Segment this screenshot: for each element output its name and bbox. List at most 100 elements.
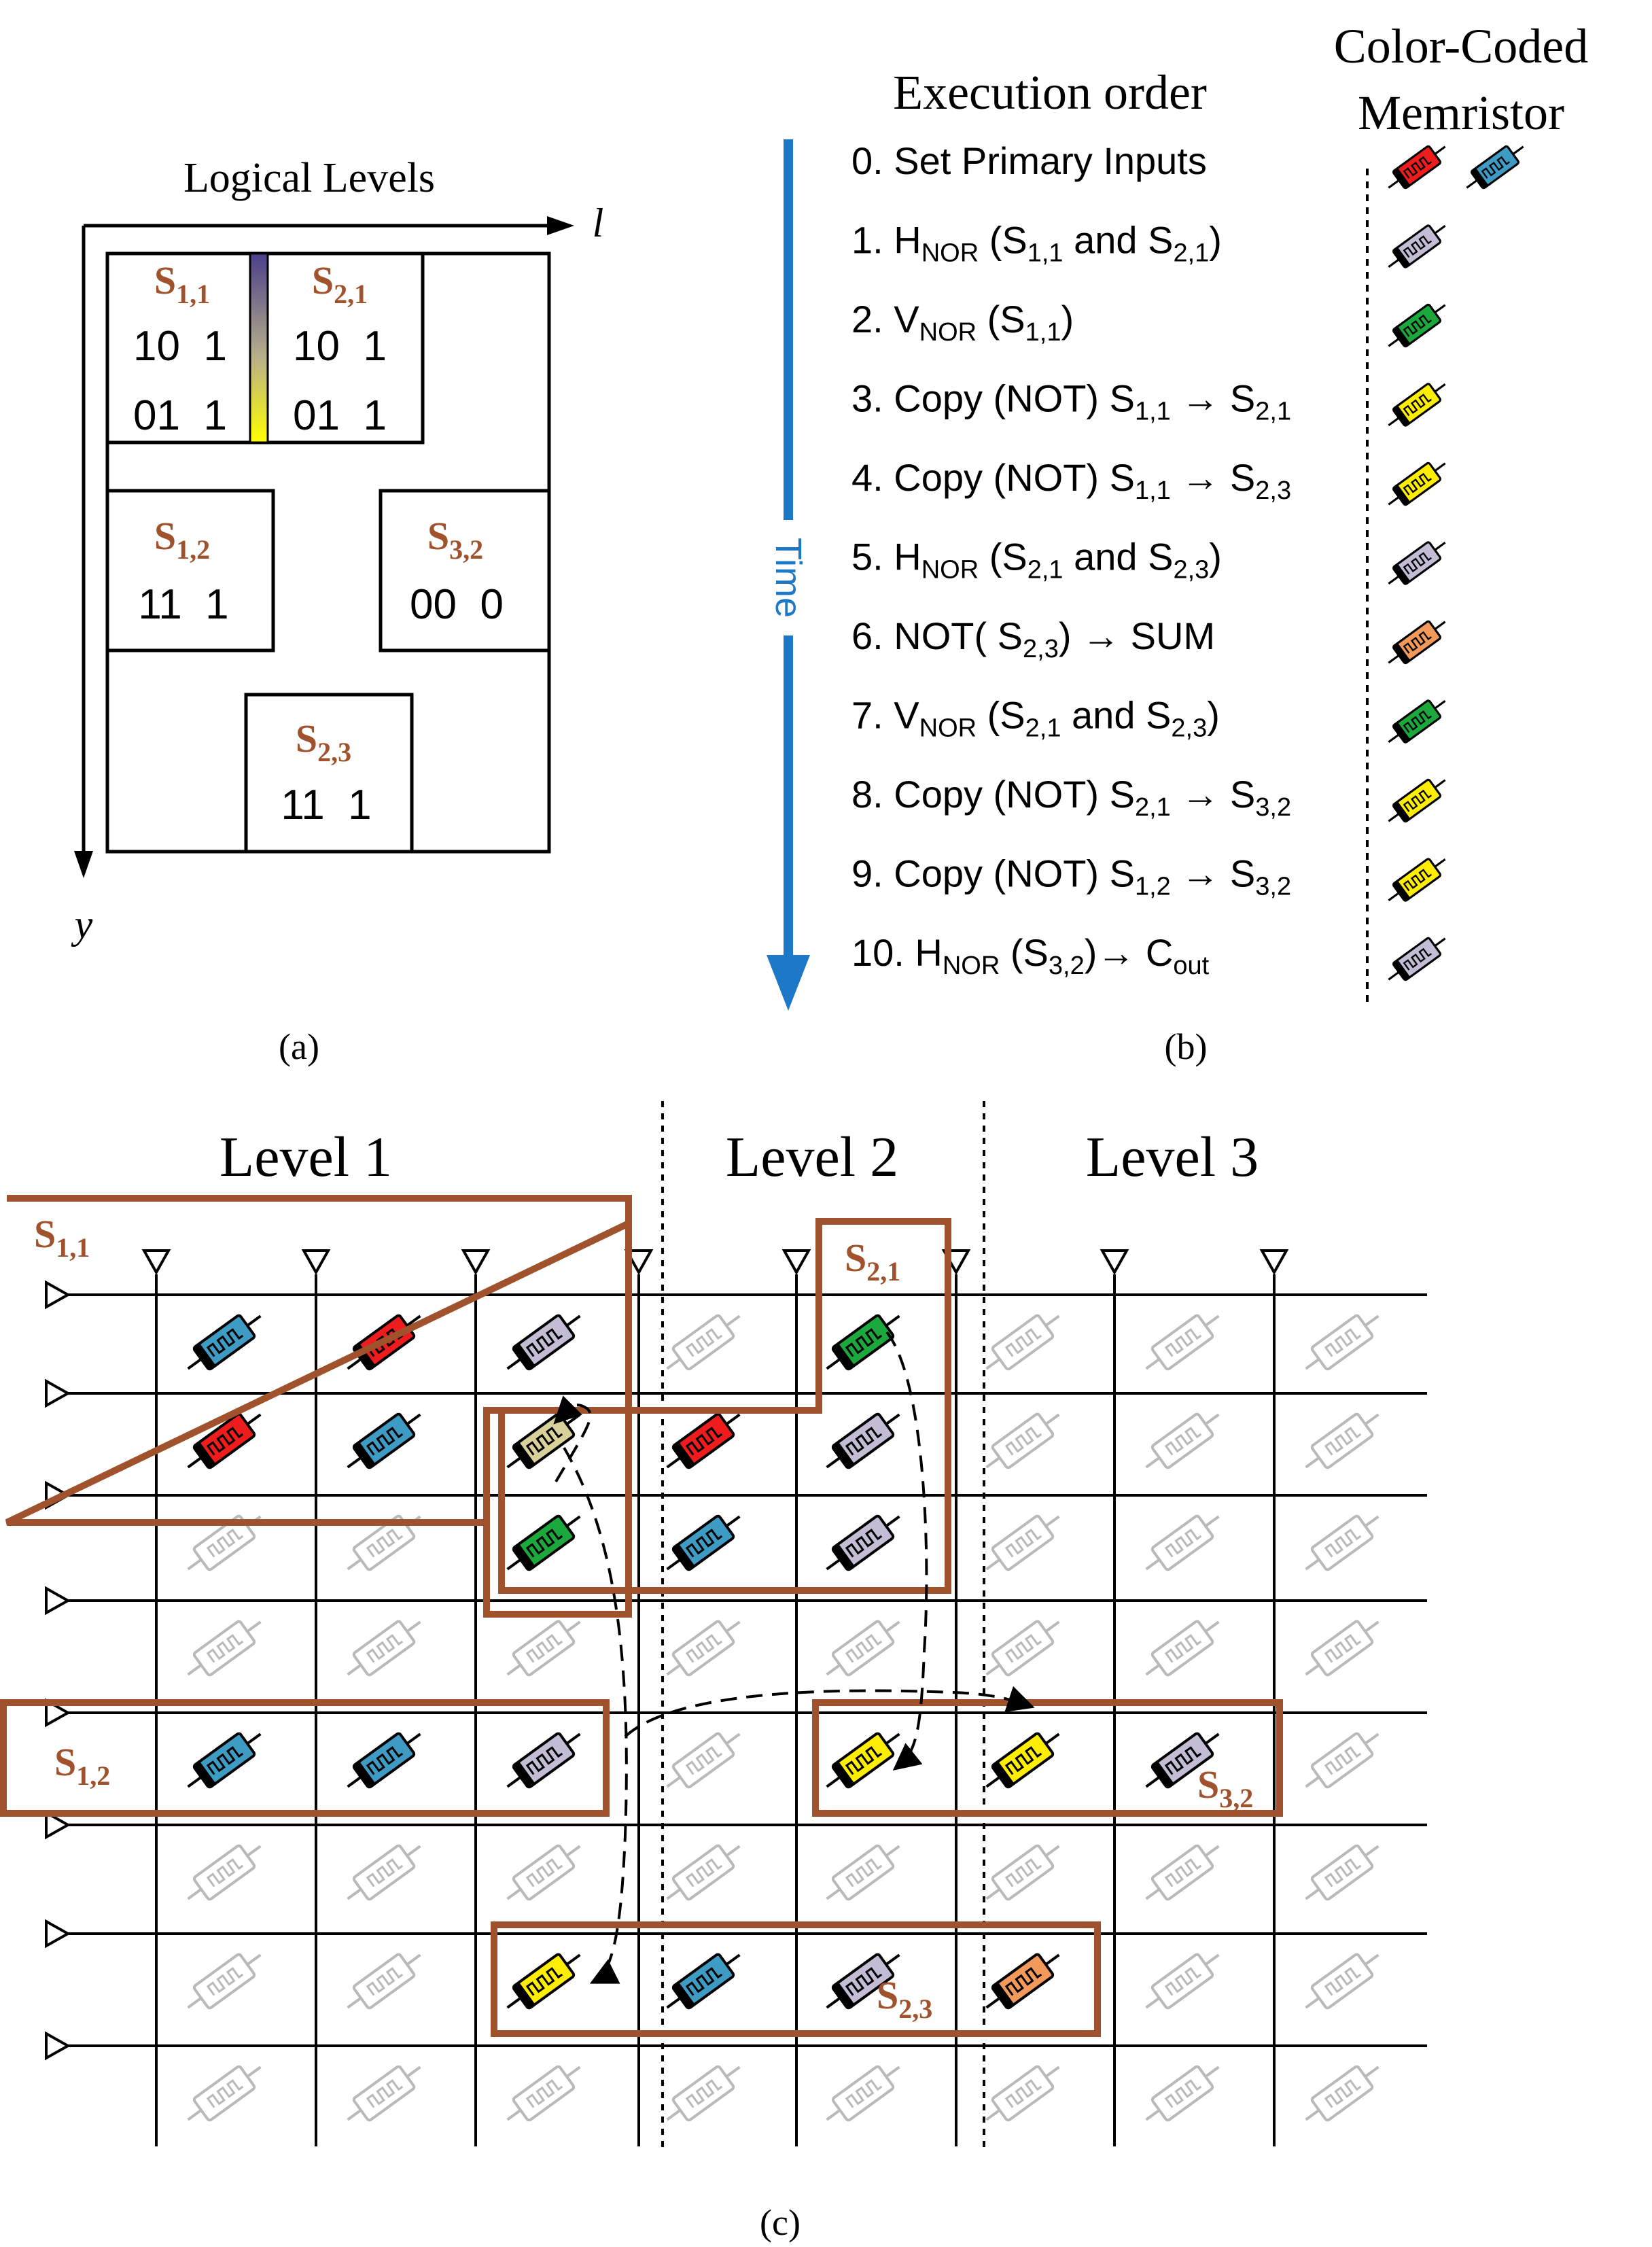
execution-step-7: 7. VNOR (S2,1 and S2,3)	[851, 694, 1220, 743]
panel-a-title: Logical Levels	[183, 155, 435, 201]
panel-a: Logical Levels l y S1,1 10 1 01 1 S2,1 1…	[71, 155, 604, 1067]
svg-text:S3,2: S3,2	[1197, 1762, 1253, 1813]
subset-value-s21-line2: 01 1	[293, 392, 387, 439]
crossbar-memristor-r3-c4	[826, 1620, 900, 1677]
column-input-triangle-6	[1100, 1249, 1129, 1276]
svg-text:S1,2: S1,2	[54, 1740, 110, 1791]
svg-text:S2,3: S2,3	[296, 716, 351, 767]
execution-step-1: 1. HNOR (S1,1 and S2,1)	[851, 219, 1222, 268]
crossbar-memristor-r0-c3	[666, 1314, 741, 1371]
subset-value-s12: 11 1	[138, 581, 228, 628]
crossbar-memristor-r7-c5	[985, 2065, 1060, 2122]
panel-b: Execution order Color-Coded Memristor Ti…	[767, 19, 1588, 1067]
crossbar-memristor-r4-c1	[347, 1732, 421, 1789]
level-gradient-bar	[249, 252, 269, 444]
arrow-s21-to-s32	[885, 1331, 928, 1771]
crossbar-memristor-r1-c1	[347, 1412, 421, 1469]
crossbar-memristor-r2-c3	[666, 1514, 741, 1571]
subset-box-s21	[263, 251, 425, 445]
panel-a-caption: (a)	[279, 1026, 319, 1067]
step-1-memristor-icon-0	[1388, 224, 1446, 268]
arrow-s11-to-s21	[553, 1395, 592, 1483]
subset-label-s23: S2,3	[296, 716, 351, 767]
outline-s21	[498, 1218, 951, 1594]
crossbar-grid	[45, 1249, 1427, 2146]
step-5-memristor-icon-0	[1388, 541, 1446, 585]
crossbar-memristor-r7-c0	[187, 2065, 262, 2122]
axis-y-arrowhead	[74, 851, 93, 878]
crossbar-memristor-r0-c2	[506, 1314, 581, 1371]
crossbar-memristor-r6-c0	[187, 1953, 262, 2010]
crossbar-memristor-r4-c3	[666, 1732, 741, 1789]
row-input-triangle-1	[45, 1378, 71, 1408]
crossbar-memristor-r4-c4	[826, 1732, 900, 1789]
crossbar-memristor-r0-c0	[187, 1314, 262, 1371]
subset-label-c-s21: S2,1	[845, 1236, 900, 1287]
crossbar-memristor-r5-c7	[1305, 1844, 1379, 1901]
crossbar-memristor-r2-c4	[826, 1514, 900, 1571]
svg-text:S2,3: S2,3	[877, 1973, 932, 2024]
row-input-triangle-0	[45, 1280, 71, 1310]
crossbar-memristor-r7-c6	[1145, 2065, 1220, 2122]
svg-text:S2,1: S2,1	[312, 258, 368, 309]
step-7-memristor-icon-0	[1388, 699, 1446, 744]
memristor-header-line2: Memristor	[1358, 86, 1564, 140]
crossbar-memristor-r7-c1	[347, 2065, 421, 2122]
panel-c: Level 1 Level 2 Level 3 S1,1 S2,1 S1,2 S…	[0, 1101, 1427, 2243]
crossbar-memristor-r1-c3	[666, 1412, 741, 1469]
execution-order-header: Execution order	[893, 65, 1207, 120]
row-input-triangle-6	[45, 1919, 71, 1949]
arrow-s11-to-s23	[563, 1446, 628, 1984]
crossbar-memristor-r6-c3	[666, 1953, 741, 2010]
crossbar-memristor-r5-c6	[1145, 1844, 1220, 1901]
subset-label-c-s12: S1,2	[54, 1740, 110, 1791]
crossbar-memristor-r1-c5	[985, 1412, 1060, 1469]
svg-text:S3,2: S3,2	[427, 514, 483, 565]
crossbar-memristor-r5-c2	[506, 1844, 581, 1901]
subset-box-s23	[244, 693, 414, 854]
svg-text:S1,1: S1,1	[154, 258, 210, 309]
memristor-header-line1: Color-Coded	[1334, 19, 1589, 73]
crossbar-memristor-r1-c6	[1145, 1412, 1220, 1469]
axis-l-arrowhead	[547, 216, 574, 235]
step-0-memristor-icon-0	[1388, 145, 1446, 190]
crossbar-memristor-r6-c7	[1305, 1953, 1379, 2010]
time-label: Time	[768, 538, 809, 618]
crossbar-memristor-r3-c0	[187, 1620, 262, 1677]
svg-text:S2,1: S2,1	[845, 1236, 900, 1287]
outline-s23	[491, 1921, 1101, 2037]
crossbar-memristor-r2-c5	[985, 1514, 1060, 1571]
crossbar-memristor-r6-c1	[347, 1953, 421, 2010]
subset-value-s32: 00 0	[410, 581, 504, 628]
crossbar-memristor-r2-c0	[187, 1514, 262, 1571]
crossbar-memristor-r4-c0	[187, 1732, 262, 1789]
row-input-triangle-7	[45, 2031, 71, 2061]
crossbar-memristor-r7-c3	[666, 2065, 741, 2122]
time-label-bg	[771, 520, 805, 635]
arrow-s12-to-s32	[624, 1686, 1035, 1738]
crossbar-memristor-r0-c4	[826, 1314, 900, 1371]
crossbar-memristor-r2-c7	[1305, 1514, 1379, 1571]
subset-label-c-s32: S3,2	[1197, 1762, 1253, 1813]
step-memristor-icons	[1388, 145, 1524, 981]
axis-y-label: y	[71, 902, 93, 947]
crossbar-memristor-r5-c0	[187, 1844, 262, 1901]
crossbar-memristor-r1-c7	[1305, 1412, 1379, 1469]
crossbar-memristor-r1-c0	[187, 1412, 262, 1469]
crossbar-memristor-r2-c2	[506, 1514, 581, 1571]
subset-box-s11	[105, 251, 267, 445]
crossbar-memristor-r4-c5	[985, 1732, 1060, 1789]
step-6-memristor-icon-0	[1388, 620, 1446, 665]
step-0-memristor-icon-1	[1466, 145, 1524, 190]
subset-box-s32	[379, 489, 551, 652]
crossbar-memristor-r5-c1	[347, 1844, 421, 1901]
panel-b-caption: (b)	[1165, 1026, 1208, 1067]
subset-label-c-s11: S1,1	[34, 1212, 90, 1263]
crossbar-memristor-r4-c2	[506, 1732, 581, 1789]
crossbar-memristor-r4-c7	[1305, 1732, 1379, 1789]
crossbar-memristor-r5-c4	[826, 1844, 900, 1901]
execution-step-9: 9. Copy (NOT) S1,2 → S3,2	[851, 852, 1291, 901]
subset-label-s12: S1,2	[154, 514, 210, 565]
